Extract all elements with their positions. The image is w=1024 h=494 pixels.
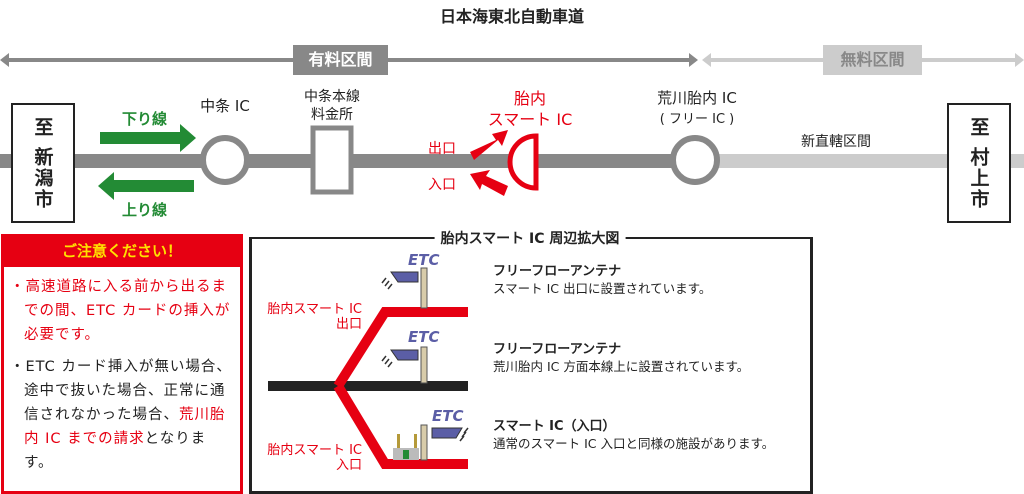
down-line-arrow xyxy=(100,124,196,152)
free-road xyxy=(700,154,1024,168)
notice-item-1: ・高速道路に入る前から出るまでの間、ETC カードの挿入が必要です。 xyxy=(10,279,231,343)
antenna-1 xyxy=(381,267,428,309)
new-direct-section-label: 新直轄区間 xyxy=(801,134,871,150)
nakajo-ic-label: 中条 IC xyxy=(200,97,250,115)
up-line-arrow xyxy=(98,172,194,200)
exit-label: 出口 xyxy=(428,141,456,157)
down-line-label: 下り線 xyxy=(122,110,168,128)
toll-section-label: 有料区間 xyxy=(293,45,388,75)
detail-item-1: フリーフローアンテナスマート IC 出口に設置されています。 xyxy=(493,264,712,296)
smart-ic-gate xyxy=(393,424,469,461)
free-section-label: 無料区間 xyxy=(823,45,922,75)
notice-item-2: ・ETC カード挿入が無い場合、途中で抜いた場合、正常に通信されなかった場合、荒… xyxy=(10,359,232,471)
destination-niigata: 至 新潟市 xyxy=(11,103,75,223)
tollgate-marker xyxy=(310,125,354,195)
etc-logo: ETC xyxy=(408,328,440,346)
entrance-arrow xyxy=(470,170,508,196)
notice-header: ご注意ください！ xyxy=(4,237,240,267)
nakajo-ic-marker xyxy=(200,135,250,185)
entrance-label: 入口 xyxy=(428,177,456,193)
arakawa-ic-marker xyxy=(670,135,720,185)
exit-arrow xyxy=(470,130,508,160)
detail-item-3: スマート IC（入口）通常のスマート IC 入口と同様の施設があります。 xyxy=(493,419,775,451)
antenna-2 xyxy=(381,346,428,384)
detail-map-title: 胎内スマート IC 周辺拡大図 xyxy=(434,228,626,248)
smart-ic-marker xyxy=(507,133,539,191)
highway-title: 日本海東北自動車道 xyxy=(439,7,585,26)
destination-murakami: 至 村上市 xyxy=(947,103,1011,223)
up-line-label: 上り線 xyxy=(122,201,168,219)
tollgate-label: 中条本線料金所 xyxy=(304,89,360,123)
arakawa-ic-label: 荒川胎内 IC( フリー IC ) xyxy=(657,89,737,127)
etc-logo: ETC xyxy=(408,251,440,269)
detail-item-2: フリーフローアンテナ荒川胎内 IC 方面本線上に設置されています。 xyxy=(493,342,750,374)
notice-box: ご注意ください！ ・高速道路に入る前から出るまでの間、ETC カードの挿入が必要… xyxy=(1,234,243,494)
etc-logo: ETC xyxy=(432,407,464,425)
smart-ic-label: 胎内スマート IC xyxy=(487,89,573,129)
detail-roads xyxy=(268,307,468,469)
